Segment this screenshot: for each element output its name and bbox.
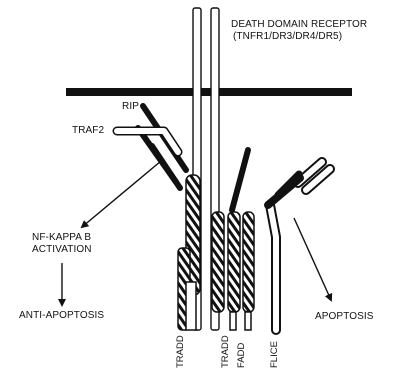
flice-label: FLICE: [269, 341, 280, 368]
anti-apoptosis-label: ANTI-APOPTOSIS: [19, 310, 104, 321]
flice-protein: [270, 162, 330, 330]
apoptosis-label: APOPTOSIS: [315, 311, 374, 322]
tradd-right-label: TRADD: [220, 335, 231, 368]
tradd-left-label: TRADD: [175, 335, 186, 368]
fadd-label: FADD: [236, 343, 247, 368]
fadd-protein: [243, 212, 254, 330]
rip-label: RIP: [122, 101, 139, 112]
rip-accessory-rods: [138, 128, 180, 188]
nfkb-label-line2: ACTIVATION: [32, 244, 92, 255]
receptor-label-line2: (TNFR1/DR3/DR4/DR5): [233, 31, 342, 42]
tradd-left-protein: [178, 175, 200, 330]
flice-dark-rod: [268, 178, 300, 205]
receptor-label-line1: DEATH DOMAIN RECEPTOR: [231, 19, 367, 30]
nfkb-label-line1: NF-KAPPA B: [32, 232, 91, 243]
traf2-label: TRAF2: [72, 125, 104, 136]
receptor-death-domain: [212, 212, 224, 312]
arrow-to-nfkb: [82, 161, 161, 227]
arrow-to-apoptosis: [294, 218, 331, 300]
